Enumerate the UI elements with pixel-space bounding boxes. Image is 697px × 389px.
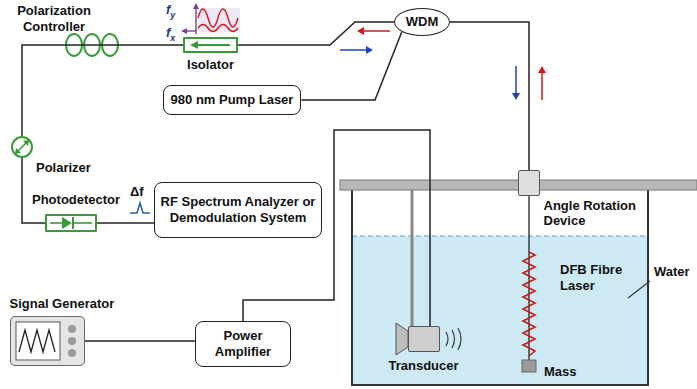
analyzer-box: RF Spectrum Analyzer or Demodulation Sys… — [154, 182, 322, 238]
axis-arrowhead — [193, 3, 199, 9]
axis-label: fy — [166, 2, 175, 20]
diode-lead — [50, 222, 62, 224]
axis-arrow — [186, 30, 196, 31]
node-label: Polarizer — [36, 160, 91, 176]
mass-label: Mass — [544, 364, 577, 380]
polarization-plane — [198, 8, 240, 32]
node-label: WDM — [406, 14, 439, 30]
node-label: Transducer — [388, 358, 458, 374]
node-label: RF Spectrum Analyzer or Demodulation Sys… — [160, 194, 316, 225]
signal-generator: Signal Generator — [10, 316, 85, 366]
signal-arrowhead — [357, 27, 364, 35]
photodetector-symbol: Photodetector — [45, 214, 97, 232]
pump-arrowhead — [366, 46, 373, 54]
symbol-letter: f — [166, 2, 170, 17]
connector-line — [450, 22, 529, 170]
water-label: Water — [654, 264, 690, 280]
pump-arrow — [340, 49, 367, 51]
connector-line — [22, 45, 183, 136]
fibre-laser-label: DFB Fibre Laser — [560, 262, 642, 293]
wdm-coupler: WDM — [394, 8, 450, 36]
axis-arrowhead — [181, 28, 187, 34]
leader-line — [628, 281, 650, 298]
node-label: 980 nm Pump Laser — [171, 92, 294, 108]
transducer: Transducer — [408, 326, 440, 352]
connector-line — [301, 32, 401, 100]
connector-line — [97, 222, 154, 224]
frequency-label: Δf — [130, 184, 144, 200]
tank-wall — [352, 190, 648, 385]
controller-label: Polarization Controller — [6, 3, 102, 34]
axis-arrow — [195, 8, 196, 34]
isolator-box: Isolator — [183, 37, 238, 53]
pump-arrowhead — [512, 93, 520, 100]
isolator-arrowhead — [190, 41, 198, 49]
node-label: Angle Rotation Device — [544, 198, 644, 229]
node-label: Photodetector — [32, 192, 120, 208]
transducer-rod — [411, 190, 414, 326]
mass-weight — [522, 360, 536, 372]
connector-line — [85, 340, 195, 342]
power-amplifier-box: Power Amplifier — [195, 321, 291, 367]
axis-label: fx — [166, 25, 175, 43]
triangle-waveform — [19, 330, 55, 352]
generator-screen — [16, 322, 60, 360]
polarization-wave — [198, 25, 238, 32]
sound-waves — [446, 328, 461, 350]
polarizer-symbol: Polarizer — [11, 136, 33, 158]
pump-arrow — [515, 66, 517, 94]
signal-arrowhead — [538, 66, 546, 73]
transducer-body — [408, 326, 440, 352]
pump-laser-box: 980 nm Pump Laser — [163, 85, 302, 115]
generator-knob — [68, 337, 76, 345]
node-label: Power Amplifier — [203, 328, 283, 359]
signal-arrow — [541, 72, 543, 100]
polarizer-arrowhead — [15, 148, 21, 154]
node-label: Signal Generator — [10, 296, 115, 312]
spectrum-peak-symbol — [130, 203, 150, 213]
signal-arrow — [363, 30, 390, 32]
generator-knob — [68, 325, 76, 333]
symbol-subscript: x — [170, 33, 175, 43]
isolator-arrow — [196, 44, 230, 46]
transducer-cone — [396, 323, 408, 355]
water-fill — [352, 236, 648, 385]
generator-body — [10, 316, 85, 366]
laser-grating-coil — [523, 252, 535, 356]
angle-rotation-device: Angle Rotation Device — [518, 170, 540, 196]
symbol-subscript: y — [170, 10, 175, 20]
polarizer-arrowhead — [23, 140, 29, 146]
node-label: Isolator — [187, 57, 234, 73]
water-surface — [352, 235, 648, 236]
diode-symbol — [62, 217, 72, 229]
symbol-letter: f — [166, 25, 170, 40]
generator-knob — [68, 349, 76, 357]
diode-lead — [73, 222, 92, 224]
connector-line — [238, 22, 394, 45]
